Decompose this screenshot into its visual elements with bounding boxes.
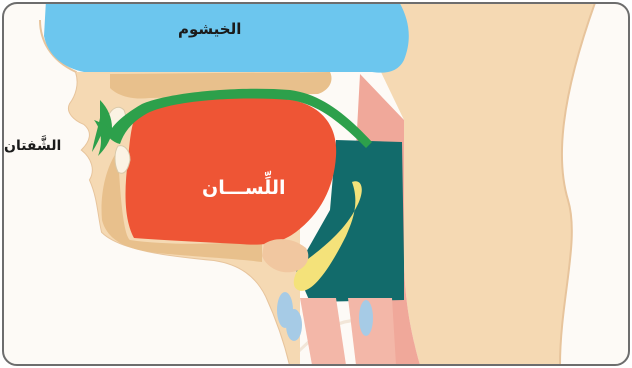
nasal-cavity-label: الخيشوم [178,22,241,37]
lips-label: الشَّفتان [4,139,61,153]
tongue-label: اللِّســـان [202,179,286,198]
tongue [126,97,337,245]
vocal-fold-lower [286,309,302,341]
trachea [348,298,396,365]
trachea-ring [359,300,373,336]
